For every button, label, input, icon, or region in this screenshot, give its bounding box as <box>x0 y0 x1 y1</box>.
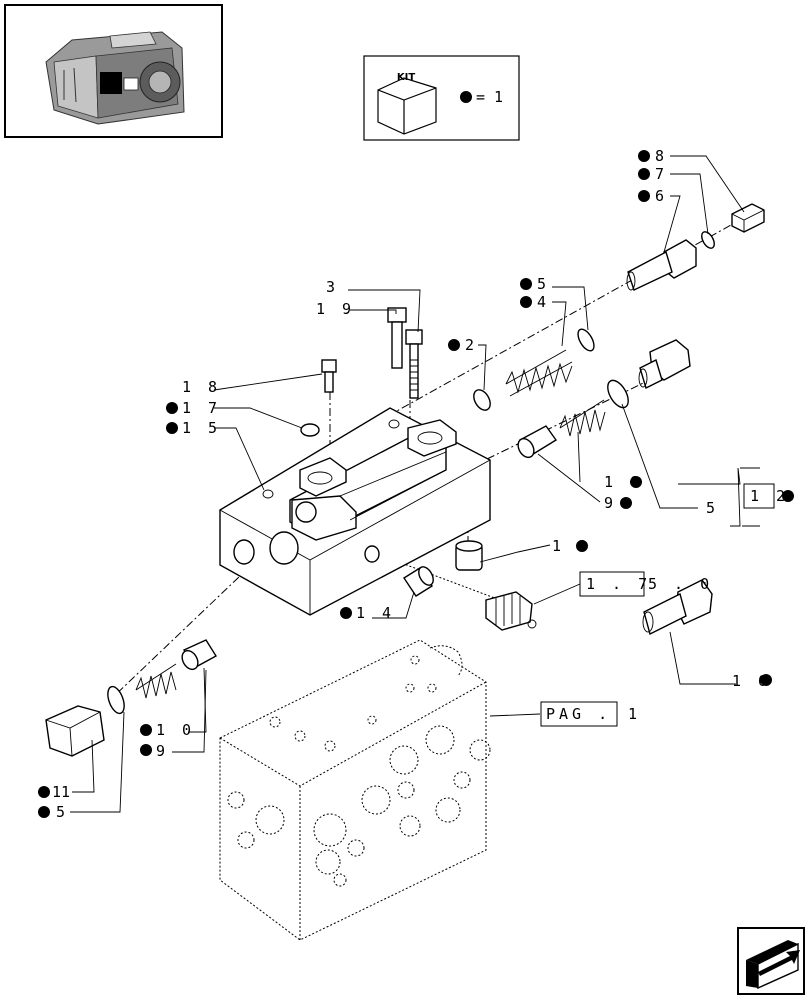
kit-legend-text: = 1 <box>476 88 503 106</box>
kit-label: KIT <box>397 72 415 83</box>
part-16-fitting[interactable] <box>642 579 713 636</box>
callout-10-mid: 1 0 <box>604 473 643 491</box>
callout-5-mid: 5 <box>706 499 719 517</box>
callout-5-upper: 5 <box>537 275 550 293</box>
callout-10-lower: 1 0 <box>156 721 195 739</box>
callout-1750-tail: 5 . 0 <box>648 575 713 593</box>
part-12-fitting[interactable] <box>638 339 691 389</box>
kit-legend: KIT = 1 <box>363 55 520 141</box>
ref-box-12[interactable] <box>743 483 775 509</box>
part-19-bolt[interactable] <box>387 307 407 369</box>
part-17-o-ring[interactable] <box>300 423 320 437</box>
callout-8: 8 <box>655 147 668 165</box>
arrow-icon <box>746 940 800 990</box>
kit-bullets <box>38 150 794 818</box>
part-18-screw[interactable] <box>321 359 337 393</box>
callout-19: 1 9 <box>316 300 355 318</box>
part-5-o-ring-mid[interactable] <box>604 377 633 411</box>
leader-lines <box>70 155 760 813</box>
pressure-sensor[interactable] <box>485 591 537 631</box>
callout-9-lower: 9 <box>156 742 169 760</box>
callout-1750: 1 . 7 <box>586 575 651 593</box>
part-2-washer[interactable] <box>470 387 493 413</box>
assembly-thumbnail[interactable] <box>4 4 223 138</box>
part-9-poppet-lower[interactable] <box>179 639 217 672</box>
callout-12: 1 2 <box>750 487 789 505</box>
callout-3: 3 <box>326 278 339 296</box>
kit-cube-icon: KIT <box>377 72 437 135</box>
part-5-o-ring-lower[interactable] <box>105 684 128 715</box>
part-10-spring-mid[interactable] <box>559 399 606 437</box>
callout-11: 11 <box>52 783 70 801</box>
main-valve-body <box>219 639 491 941</box>
part-9-poppet-mid[interactable] <box>515 425 558 460</box>
callout-5-lower: 5 <box>56 803 69 821</box>
part-7-o-ring[interactable] <box>699 230 717 251</box>
part-10-spring-lower[interactable] <box>135 663 177 699</box>
kit-bullet <box>460 91 472 103</box>
callout-2: 2 <box>465 336 478 354</box>
part-13-plug[interactable] <box>455 540 483 571</box>
part-4-spring[interactable] <box>505 349 573 397</box>
callout-9-mid: 9 <box>604 494 617 512</box>
part-14-fitting[interactable] <box>403 564 436 597</box>
callout-17: 1 7 <box>182 399 221 417</box>
part-5-o-ring-upper[interactable] <box>575 327 597 354</box>
transmission-housing-icon <box>45 31 185 125</box>
callout-14: 1 4 <box>356 604 395 622</box>
ref-box-1750[interactable] <box>579 571 645 597</box>
callout-pag: PAG . <box>546 705 611 723</box>
callout-15: 1 5 <box>182 419 221 437</box>
part-6-fitting[interactable] <box>626 239 697 291</box>
part-3-bolt[interactable] <box>405 329 423 399</box>
callout-pag-number: 1 <box>628 705 641 723</box>
callout-18: 1 8 <box>182 378 221 396</box>
callout-6: 6 <box>655 187 668 205</box>
callout-4: 4 <box>537 293 550 311</box>
next-page-arrow-button[interactable] <box>737 927 805 995</box>
callout-13: 1 3 <box>552 537 591 555</box>
part-8-cap[interactable] <box>731 203 765 233</box>
part-11-plug[interactable] <box>45 705 105 757</box>
valve-block[interactable] <box>219 407 491 616</box>
callout-7: 7 <box>655 165 668 183</box>
callout-16: 1 6 <box>732 672 771 690</box>
ref-box-pag[interactable] <box>540 701 618 727</box>
